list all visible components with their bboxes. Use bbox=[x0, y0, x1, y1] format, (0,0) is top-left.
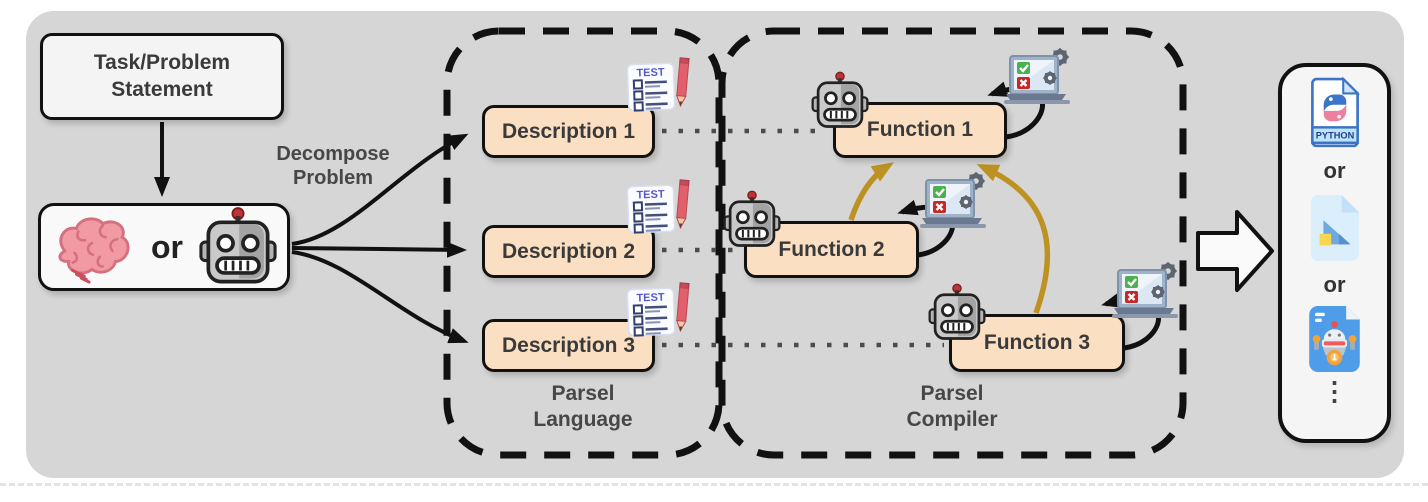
lean-file-icon bbox=[1310, 195, 1359, 261]
bottom-faint-divider bbox=[0, 483, 1428, 486]
output-or-top-label: or bbox=[1323, 158, 1346, 183]
unit-test-laptop-icon bbox=[1004, 47, 1070, 104]
output-panel: PYTHON or or ⋮ bbox=[1278, 63, 1391, 443]
robot-icon bbox=[723, 190, 781, 247]
svg-text:TEST: TEST bbox=[636, 292, 665, 305]
svg-text:TEST: TEST bbox=[636, 189, 665, 202]
function-1-label: Function 1 bbox=[866, 118, 974, 141]
description-3-box: Description 3 bbox=[482, 319, 655, 372]
python-file-icon: PYTHON bbox=[1310, 76, 1360, 148]
brain-icon bbox=[58, 217, 130, 284]
more-outputs-ellipsis: ⋮ bbox=[1321, 376, 1348, 406]
robot-icon bbox=[199, 207, 277, 284]
source-box: or bbox=[38, 203, 290, 291]
test-checklist-icon: TEST bbox=[626, 179, 690, 234]
function-3-label: Function 3 bbox=[983, 331, 1091, 354]
robot-file-icon bbox=[1309, 305, 1360, 373]
svg-text:TEST: TEST bbox=[636, 67, 665, 80]
unit-test-laptop-icon bbox=[920, 171, 986, 228]
test-checklist-icon: TEST bbox=[626, 282, 690, 337]
description-2-label: Description 2 bbox=[501, 239, 636, 263]
robot-icon bbox=[811, 71, 869, 128]
description-1-label: Description 1 bbox=[501, 119, 636, 143]
output-or-bottom-label: or bbox=[1323, 272, 1346, 297]
description-2-box: Description 2 bbox=[482, 225, 655, 278]
function-2-label: Function 2 bbox=[778, 237, 885, 261]
test-checklist-icon: TEST bbox=[626, 57, 690, 112]
unit-test-laptop-icon bbox=[1112, 261, 1178, 318]
source-or-label: or bbox=[151, 228, 183, 265]
description-3-label: Description 3 bbox=[501, 333, 636, 357]
description-1-box: Description 1 bbox=[482, 105, 655, 158]
robot-icon bbox=[928, 283, 986, 340]
svg-text:PYTHON: PYTHON bbox=[1315, 131, 1354, 141]
